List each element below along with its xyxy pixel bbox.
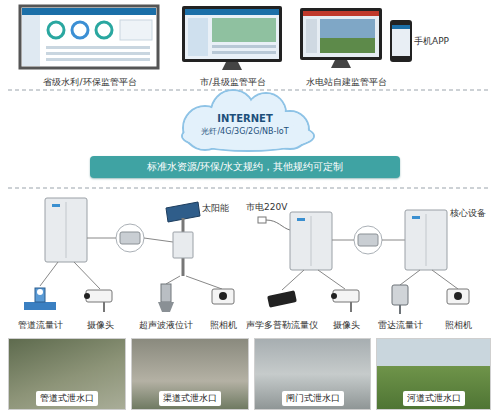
power-label: 市电220V [246, 202, 287, 213]
device-label: 超声波液位计 [139, 320, 193, 331]
screen-bar [185, 9, 279, 15]
cabinet-door [66, 202, 67, 258]
site-photo: 河道式泄水口 [376, 338, 491, 410]
converter-ring [116, 224, 144, 252]
cloud-subtitle: 光纤/4G/3G/2G/NB-IoT [201, 125, 288, 138]
device-label: 管道流量计 [18, 320, 63, 331]
photo [320, 19, 375, 53]
screen [20, 6, 158, 68]
separator [8, 90, 491, 91]
radar [392, 285, 408, 305]
radar-mount [399, 305, 401, 314]
wire [332, 240, 354, 241]
screen-side [22, 15, 40, 66]
row [212, 51, 276, 54]
screen-side [188, 18, 208, 56]
row [46, 46, 150, 49]
screen-side [306, 19, 317, 53]
node-text: 闸门式泄水口 [282, 391, 344, 406]
device-label: 摄像头 [333, 320, 360, 331]
converter-ring [354, 226, 382, 254]
plug [258, 217, 266, 223]
row [46, 58, 150, 61]
cabinet [45, 198, 87, 262]
node-text: 标准水资源/环保/水文规约，其他规约可定制 [147, 160, 344, 174]
protocol-band: 标准水资源/环保/水文规约，其他规约可定制 [90, 156, 400, 178]
camera-lens [454, 292, 462, 300]
cabinet-door [311, 216, 312, 266]
site-photo: 闸门式泄水口 [254, 338, 371, 410]
node-text: 省级水利/环保监管平台 [43, 76, 136, 88]
site-photo: 渠道式泄水口 [131, 338, 249, 410]
screen-bar [22, 8, 156, 15]
monitor [300, 8, 382, 60]
screen-bar [303, 11, 379, 16]
wire [87, 238, 116, 239]
meter-display [37, 289, 43, 295]
app-label: 手机APP [414, 36, 449, 47]
cabinet [173, 232, 193, 258]
doppler-meter [267, 290, 297, 308]
camera-lens [84, 293, 90, 299]
node-text: 市/县级监管平台 [200, 76, 266, 88]
device-label: 照相机 [210, 320, 237, 331]
camera [447, 289, 469, 304]
platform-screen: 省级水利/环保监管平台 [15, 4, 165, 88]
wire [266, 220, 290, 230]
cabinet-logo [52, 204, 60, 207]
photo [320, 38, 375, 53]
camera [212, 289, 234, 304]
separator [8, 188, 491, 189]
platform-screen: 市/县级监管平台 [172, 4, 294, 88]
chart [96, 22, 112, 38]
flow-meter [35, 288, 45, 302]
cabinet [405, 210, 447, 270]
camera-mount [103, 302, 105, 312]
node-text: 水电站自建监管平台 [306, 76, 387, 88]
phone [390, 20, 412, 62]
row [46, 52, 150, 55]
site-photo: 管道式泄水口 [8, 338, 126, 410]
device-label: 摄像头 [87, 320, 114, 331]
cabinet-logo [412, 216, 420, 219]
core-label: 核心设备 [450, 208, 486, 219]
camera-lens [331, 293, 337, 299]
wire [144, 238, 173, 242]
screen [185, 9, 279, 59]
pipe [24, 302, 56, 310]
cabinet-door [426, 214, 427, 266]
phone-bar [392, 25, 410, 29]
chart [72, 22, 88, 38]
device-label: 声学多普勒流量仪 [246, 320, 318, 331]
node-text: 管道式泄水口 [36, 391, 98, 406]
cloud-title: INTERNET [217, 112, 272, 125]
device-label: 雷达流量计 [378, 320, 423, 331]
cloud-fill [183, 91, 313, 150]
cabinet-logo [297, 218, 305, 221]
stand [222, 62, 242, 70]
cabinet [290, 212, 332, 270]
row [212, 45, 276, 48]
converter [120, 232, 140, 244]
network-cloud: INTERNET光纤/4G/3G/2G/NB-IoT [180, 100, 310, 150]
chart [120, 20, 152, 40]
cloud [182, 90, 314, 151]
screen [303, 11, 379, 57]
phone-screen [392, 25, 410, 56]
chart [48, 22, 64, 38]
level-gauge [161, 284, 171, 302]
camera-mount [350, 302, 352, 312]
device-label: 照相机 [445, 320, 472, 331]
level-horn [158, 302, 174, 312]
node-text: 渠道式泄水口 [159, 391, 221, 406]
converter [358, 234, 378, 246]
camera-lens [219, 292, 227, 300]
node-text: 河道式泄水口 [403, 391, 465, 406]
platform-screen: 水电站自建监管平台 [296, 4, 396, 88]
monitor [182, 6, 282, 62]
stand [331, 60, 351, 68]
wire [382, 240, 405, 241]
power-label: 太阳能 [202, 203, 229, 214]
map [212, 18, 276, 42]
